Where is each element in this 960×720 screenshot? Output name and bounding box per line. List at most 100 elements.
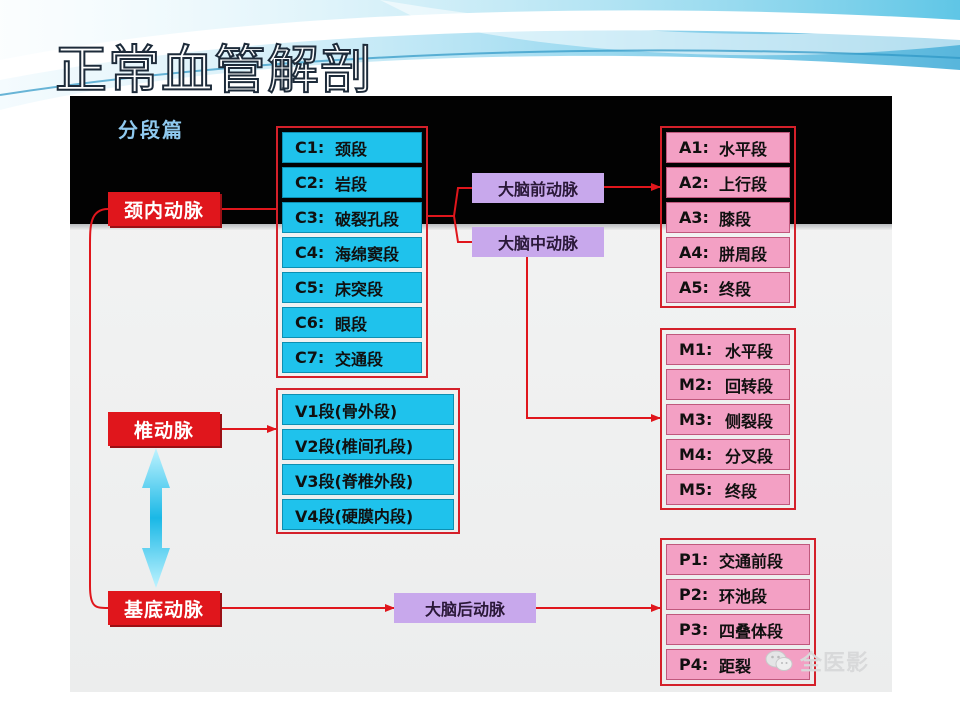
segment-a4: A4: 胼周段 [666,237,790,268]
diagram-panel: 分段篇 [70,96,892,692]
banner-swoosh-highlight [380,0,960,56]
segment-m2: M2: 回转段 [666,369,790,400]
segment-c2: C2: 岩段 [282,167,422,198]
segment-a5-code: A5: [679,278,709,297]
segment-v2-name: (椎间孔段) [334,436,414,456]
segment-c5-code: C5: [295,278,325,297]
branch-pca: 大脑后动脉 [394,593,536,623]
ica-segment-frame [276,126,428,378]
segment-a2-code: A2: [679,173,709,192]
segment-v2-code: V2段 [295,436,335,456]
segment-m2-name: 回转段 [725,376,774,396]
double-arrow-icon [142,448,170,588]
segment-v4-name: (硬膜内段) [334,506,414,526]
segment-p1-name: 交通前段 [719,551,784,571]
segment-p3-code: P3: [679,620,709,639]
segment-m4-name: 分叉段 [725,446,774,466]
segment-m2-code: M2: [679,375,713,394]
segment-v3-name: (脊椎外段) [334,471,414,491]
connector-fork-aca [453,187,472,217]
connector-lines [89,183,661,612]
segment-c6-name: 眼段 [335,314,368,334]
segment-m1-code: M1: [679,340,713,359]
segment-c6-code: C6: [295,313,325,332]
segment-v2: V2段 (椎间孔段) [282,429,454,460]
segment-a1: A1: 水平段 [666,132,790,163]
segment-v3: V3段 (脊椎外段) [282,464,454,495]
segment-m5-code: M5: [679,480,713,499]
segment-c3: C3: 破裂孔段 [282,202,422,233]
segment-c5-name: 床突段 [335,279,384,299]
branch-mca: 大脑中动脉 [472,227,604,257]
segment-p2-name: 环池段 [719,586,768,606]
segment-c5: C5: 床突段 [282,272,422,303]
segment-a3: A3: 膝段 [666,202,790,233]
segment-c2-code: C2: [295,173,325,192]
segment-p3-name: 四叠体段 [719,621,784,641]
connector-mca-m [526,257,661,422]
segment-a2-name: 上行段 [719,174,768,194]
segment-a5-name: 终段 [719,279,752,299]
segment-p3: P3: 四叠体段 [666,614,810,645]
connector-trunk [89,208,109,609]
segment-m5-name: 终段 [725,481,758,501]
segment-c3-name: 破裂孔段 [335,209,400,229]
diagram-heading: 分段篇 [118,118,184,142]
segment-v4: V4段 (硬膜内段) [282,499,454,530]
va-segment-frame [276,388,460,534]
segment-c4-name: 海绵窦段 [335,244,400,264]
segment-m3-name: 侧裂段 [725,411,774,431]
segment-v1-name: (骨外段) [334,401,398,421]
segment-a2: A2: 上行段 [666,167,790,198]
banner-swoosh-back [0,0,960,60]
segment-c1-name: 颈段 [335,139,368,159]
wechat-icon [765,650,793,671]
segment-c6: C6: 眼段 [282,307,422,338]
segment-m1: M1: 水平段 [666,334,790,365]
segment-v1: V1段 (骨外段) [282,394,454,425]
segment-v3-code: V3段 [295,471,335,491]
segment-c7-name: 交通段 [335,349,384,369]
watermark-text: 全医影 [800,651,870,676]
segment-p1-code: P1: [679,550,709,569]
artery-va: 椎动脉 [108,412,220,446]
watermark: 全医影 [764,644,892,678]
segment-a4-code: A4: [679,243,709,262]
segment-m4: M4: 分叉段 [666,439,790,470]
segment-m1-name: 水平段 [725,341,774,361]
segment-a5: A5: 终段 [666,272,790,303]
segment-c2-name: 岩段 [335,174,368,194]
segment-m4-code: M4: [679,445,713,464]
slide-title: 正常血管解剖 [54,40,374,102]
segment-c4-code: C4: [295,243,325,262]
segment-a3-name: 膝段 [719,209,752,229]
segment-p2: P2: 环池段 [666,579,810,610]
segment-c4: C4: 海绵窦段 [282,237,422,268]
segment-c7: C7: 交通段 [282,342,422,373]
segment-v4-code: V4段 [295,506,335,526]
segment-c3-code: C3: [295,208,325,227]
segment-a3-code: A3: [679,208,709,227]
segment-v1-code: V1段 [295,401,335,421]
segment-m3-code: M3: [679,410,713,429]
segment-m5: M5: 终段 [666,474,790,505]
banner-swoosh-line [0,49,960,96]
aca-segment-frame [660,126,796,308]
artery-ica: 颈内动脉 [108,192,220,226]
segment-c1-code: C1: [295,138,325,157]
segment-p2-code: P2: [679,585,709,604]
pca-segment-frame [660,538,816,686]
connector-fork-mca [453,215,472,243]
branch-aca: 大脑前动脉 [472,173,604,203]
artery-ba: 基底动脉 [108,591,220,625]
segment-c7-code: C7: [295,348,325,367]
segment-p4-code: P4: [679,655,709,674]
segment-a1-name: 水平段 [719,139,768,159]
segment-m3: M3: 侧裂段 [666,404,790,435]
segment-a4-name: 胼周段 [719,244,768,264]
segment-p4-name: 距裂 [719,656,752,676]
mca-segment-frame [660,328,796,510]
segment-c1: C1: 颈段 [282,132,422,163]
segment-a1-code: A1: [679,138,709,157]
